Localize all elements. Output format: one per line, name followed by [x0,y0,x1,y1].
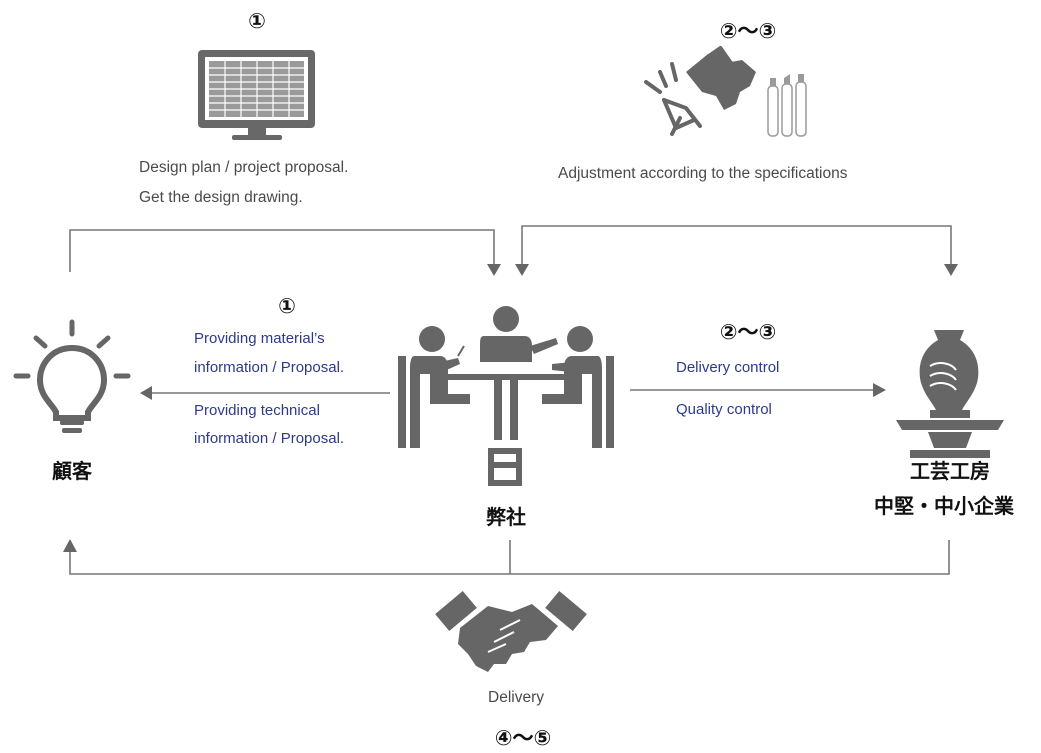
adjustment-caption: Adjustment according to the specificatio… [558,165,848,182]
handshake-fingers-icon [487,619,521,653]
workshop-label-line2: 中堅・中小企業 [874,494,1015,518]
arrowhead-down-workshop [944,264,958,276]
lightbulb-icon [13,319,131,433]
connector-delivery-loop [69,540,950,575]
pottery-hand-icon [929,362,957,391]
proposal-material-line2: information / Proposal. [194,359,344,376]
meeting-pen-icon [457,345,465,357]
proposal-technical-line1: Providing technical [194,402,320,419]
step-marker-control: ②～③ [720,320,777,344]
handshake-icon [435,591,587,672]
design-caption-line1: Design plan / project proposal. [139,159,348,176]
control-quality-label: Quality control [676,401,772,418]
step-marker-adjustment: ②～③ [720,19,777,43]
tools-adjustment-icon [644,45,807,137]
meeting-icon [398,306,614,486]
arrowhead-down-company-right [515,264,529,276]
monitor-icon [198,50,315,140]
proposal-material-line1: Providing material’s [194,330,325,347]
design-caption-line2: Get the design drawing. [139,189,303,206]
customer-label: 顧客 [52,459,93,483]
step-marker-design: ① [248,9,266,33]
step-marker-delivery: ④～⑤ [495,726,552,750]
proposal-technical-line2: information / Proposal. [194,430,344,447]
workshop-label-line1: 工芸工房 [910,459,990,483]
delivery-caption: Delivery [488,689,544,706]
connector-customer-to-company [69,229,495,272]
step-marker-proposal: ① [278,294,296,318]
arrowhead-down-company-left [487,264,501,276]
company-label: 弊社 [486,505,526,529]
pottery-wheel-icon [896,330,1004,458]
arrowhead-left-customer [140,386,152,400]
control-delivery-label: Delivery control [676,359,779,376]
arrowhead-up-customer [63,539,77,552]
arrowhead-right-workshop [873,383,886,397]
connector-company-to-workshop [521,225,952,265]
